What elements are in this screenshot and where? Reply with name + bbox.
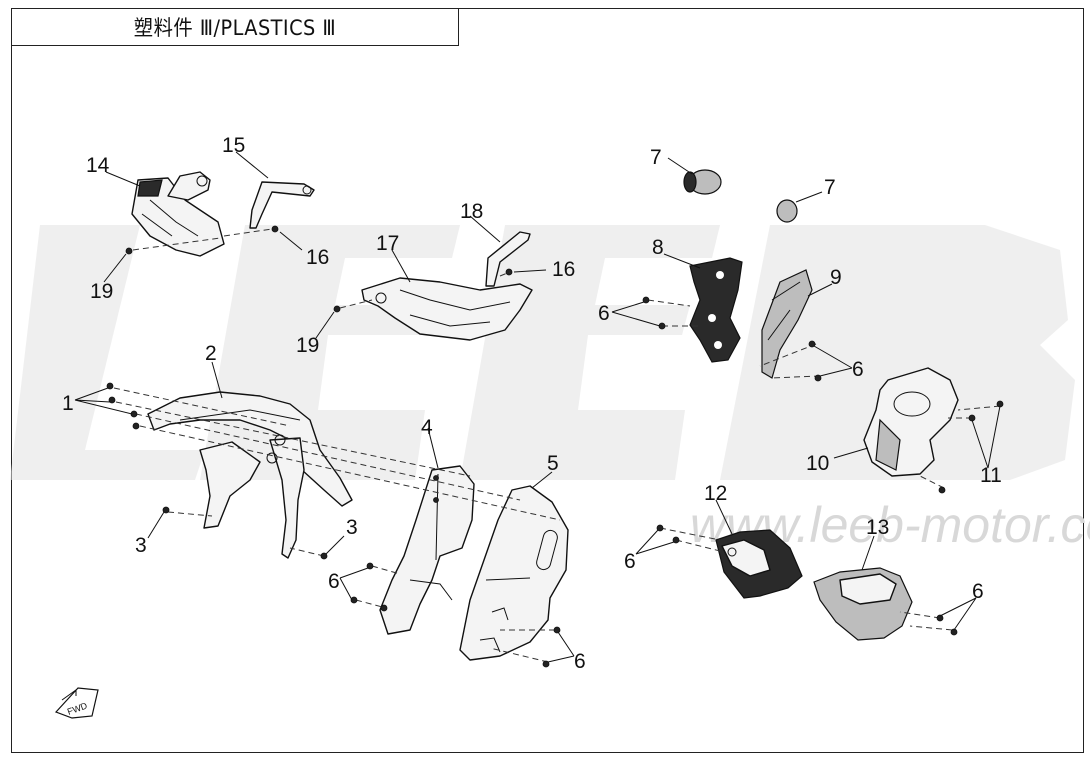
drawing-frame [11, 8, 1084, 753]
callout-3a: 3 [135, 534, 147, 557]
callout-6f: 6 [972, 580, 984, 603]
callout-6d: 6 [852, 358, 864, 381]
small-fasteners [125, 225, 513, 313]
leader-lines [74, 151, 1001, 663]
callout-19a: 19 [90, 280, 113, 303]
part-14-handguard-mount [131, 171, 225, 257]
part-18-bracket [485, 231, 531, 287]
callout-4: 4 [421, 416, 433, 439]
bolts [106, 296, 1004, 668]
callout-12: 12 [704, 482, 727, 505]
callout-6c: 6 [598, 302, 610, 325]
part-7-plugs [683, 169, 798, 223]
part-15-bracket [249, 181, 315, 229]
forward-direction-icon: FWD [54, 687, 99, 719]
callout-6b: 6 [574, 650, 586, 673]
callout-labels: 1 2 3 3 4 5 6 6 6 6 6 6 7 7 8 9 10 11 12… [62, 134, 1002, 673]
callout-7a: 7 [650, 146, 662, 169]
callout-8: 8 [652, 236, 664, 259]
callout-16b: 16 [552, 258, 575, 281]
part-10-cover [863, 367, 959, 477]
part-17-handguard [361, 277, 533, 341]
callout-1: 1 [62, 392, 74, 415]
part-4-fork-guard [379, 465, 475, 635]
part-2-front-fender [147, 391, 353, 559]
callout-14: 14 [86, 154, 110, 177]
callout-15: 15 [222, 134, 245, 157]
callout-9: 9 [830, 266, 842, 289]
callout-3b: 3 [346, 516, 358, 539]
part-12-cover [715, 529, 803, 599]
callout-19b: 19 [296, 334, 319, 357]
callout-18: 18 [460, 200, 483, 223]
callout-2: 2 [205, 342, 217, 365]
part-13-cover [813, 567, 913, 641]
callout-11: 11 [980, 464, 1002, 487]
callout-6e: 6 [624, 550, 636, 573]
callout-7b: 7 [824, 176, 836, 199]
part-5-fork-guard [459, 485, 569, 661]
callout-5: 5 [547, 452, 559, 475]
callout-17: 17 [376, 232, 399, 255]
part-9-panel [761, 269, 813, 379]
part-8-panel [689, 257, 743, 363]
title-block: 塑料件 Ⅲ/PLASTICS Ⅲ [11, 8, 459, 46]
callout-6a: 6 [328, 570, 340, 593]
callout-16a: 16 [306, 246, 329, 269]
page-title: 塑料件 Ⅲ/PLASTICS Ⅲ [133, 16, 337, 40]
callout-13: 13 [866, 516, 889, 539]
callout-10: 10 [806, 452, 829, 475]
